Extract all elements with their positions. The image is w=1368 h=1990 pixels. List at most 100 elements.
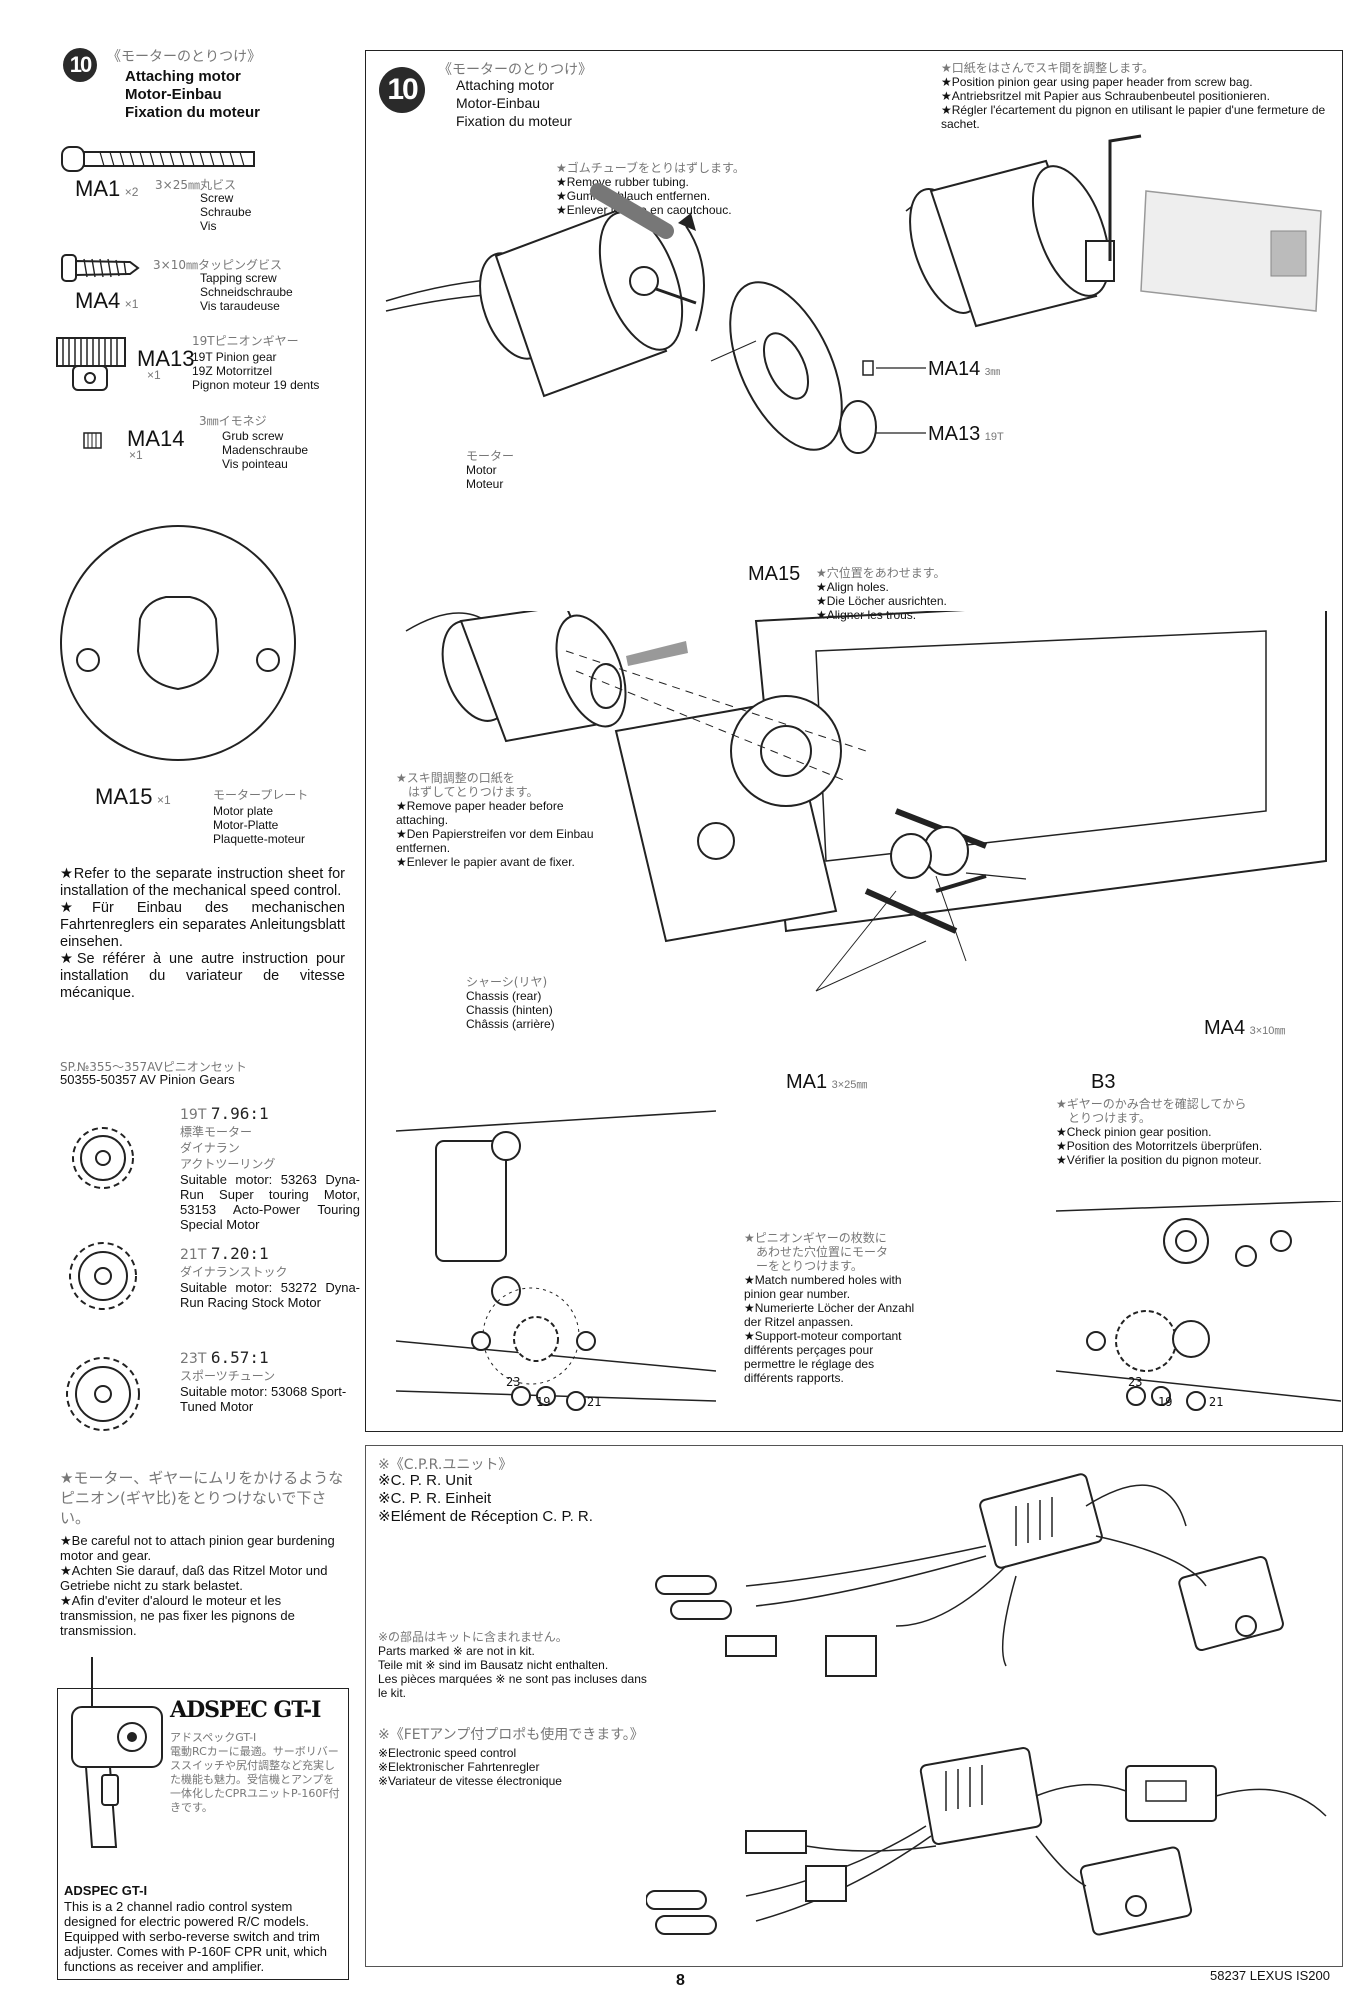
part-name-en: Grub screw [222, 429, 284, 443]
part-code: MA4 [1204, 1017, 1246, 1039]
mount-detail-left-illustration [396, 1110, 716, 1411]
cpr-unit-illustration [655, 1473, 1284, 1677]
part-size: 3×10㎜ [1249, 1025, 1286, 1037]
step-title-de: Motor-Einbau [125, 86, 222, 103]
paper-remove-jp-2: はずしてとりつけます。 [408, 785, 539, 799]
part-ma13: MA13 ×1 19Tピニオンギヤー 19T Pinion gear 19Z M… [137, 334, 367, 392]
align-note-de: ★Die Löcher ausrichten. [816, 594, 947, 608]
part-qty: ×1 [156, 793, 171, 807]
step-number-badge: 10 [63, 48, 97, 82]
check-gear-note: ★ギヤーのかみ合せを確認してから とりつけます。 ★Check pinion g… [1056, 1097, 1336, 1167]
motor-label-de: Motor [466, 463, 497, 477]
part-code: MA4 [75, 288, 121, 313]
motor-label: モーター Motor Moteur [466, 449, 514, 491]
part-jp: 3㎜イモネジ [199, 414, 267, 428]
ma1-callout: MA1 3×25㎜ [786, 1071, 867, 1094]
align-note-jp: ★穴位置をあわせます。 [816, 566, 946, 580]
paper-remove-note: ★スキ間調整の口紙を はずしてとりつけます。 ★Remove paper hea… [396, 771, 596, 869]
caution-notes: ★Be careful not to attach pinion gear bu… [60, 1533, 345, 1638]
check-note-de: ★Position des Motorritzels überprüfen. [1056, 1139, 1263, 1153]
pinion-jp: ダイナランストック [180, 1265, 288, 1279]
paper-remove-en: ★Remove paper header before attaching. [396, 799, 564, 827]
motor-plate-ma15-illustration [60, 525, 296, 761]
left-column: 10 《モーターのとりつけ》 Attaching motor Motor-Ein… [55, 48, 360, 1980]
pinion-23t-icon [66, 1357, 140, 1431]
fet-de: ※Elektronischer Fahrtenregler [378, 1760, 540, 1774]
pinion-21t-icon [69, 1242, 137, 1310]
part-name-de: Motor-Platte [213, 818, 279, 832]
check-note-fr: ★Vérifier la position du pignon moteur. [1056, 1153, 1262, 1167]
step-title-en: Attaching motor [456, 77, 555, 93]
adspec-jp: アドスペックGT-I 電動RCカーに最適。サーボリバーススイッチや尻付調整など充… [170, 1731, 340, 1814]
pinion-desc: Suitable motor: 53272 Dyna-Run Racing St… [180, 1280, 360, 1310]
part-jp: 3×25㎜丸ビス [155, 178, 236, 192]
match-note-jp-3: ーをとりつけます。 [756, 1259, 863, 1273]
mount-detail-right-illustration [1056, 1201, 1341, 1411]
ma13-callout: MA13 19T [928, 423, 1004, 446]
caution-de: ★Achten Sie darauf, daß das Ritzel Motor… [60, 1563, 328, 1593]
step-title-de: Motor-Einbau [456, 95, 541, 111]
adspec-logo: ADSPEC GT-I [170, 1697, 321, 1723]
chassis-label-en: Chassis (rear) [466, 989, 542, 1003]
pinion-19t: 19T 7.96:1 標準モーター ダイナラン アクトツーリング Suitabl… [180, 1104, 360, 1232]
ma14-callout: MA14 3㎜ [928, 358, 1000, 381]
part-code: MA14 [127, 426, 185, 451]
part-code: MA13 [137, 346, 195, 371]
cpr-unit-panel: ※《C.P.R.ユニット》 ※C. P. R. Unit ※C. P. R. E… [365, 1445, 1343, 1967]
rubber-note-jp: ★ゴムチューブをとりはずします。 [556, 161, 745, 175]
chassis-assembly-illustration [405, 611, 1327, 992]
part-jp: モータープレート [213, 788, 309, 802]
esc-illustration [646, 1747, 1327, 1936]
not-in-kit-fr: Les pièces marquées ※ ne sont pas inclus… [378, 1672, 647, 1700]
chassis-label: シャーシ(リヤ) Chassis (rear) Chassis (hinten)… [466, 975, 555, 1031]
part-size: 19T [984, 431, 1004, 443]
paper-remove-jp-1: ★スキ間調整の口紙を [396, 771, 515, 785]
b3-callout: B3 [1091, 1071, 1116, 1093]
part-name-en: Screw [200, 191, 234, 205]
fet-title-jp: ※《FETアンプ付プロポも使用できます。》 [378, 1727, 644, 1743]
part-name-fr: Plaquette-moteur [213, 832, 306, 846]
pinion-jp: スポーツチューン [180, 1369, 276, 1383]
grub-screw-ma14-illustration [83, 432, 102, 449]
cpr-title-de: ※C. P. R. Einheit [378, 1490, 492, 1507]
part-code: MA13 [928, 423, 981, 445]
align-note: ★穴位置をあわせます。 ★Align holes. ★Die Löcher au… [816, 566, 947, 622]
motor-label-jp: モーター [466, 449, 515, 463]
hole-numbers-right-2: 19 21 [1158, 1395, 1223, 1409]
not-in-kit-de: Teile mit ※ sind im Bausatz nicht enthal… [378, 1658, 609, 1672]
pinion-teeth: 23T [180, 1351, 207, 1367]
chassis-label-jp: シャーシ(リヤ) [466, 975, 548, 989]
pinion-ratio: 6.57:1 [210, 1348, 269, 1367]
model-footer: 58237 LEXUS IS200 [1210, 1968, 1330, 1983]
pinion-ratio: 7.96:1 [210, 1104, 269, 1123]
step-title-jp: 《モーターのとりつけ》 [107, 49, 262, 65]
hole-number: 21 [586, 1395, 602, 1409]
part-jp: 3×10㎜タッピングビス [153, 258, 282, 272]
check-note-jp-1: ★ギヤーのかみ合せを確認してから [1056, 1097, 1247, 1111]
pinion-21t: 21T 7.20:1 ダイナランストック Suitable motor: 532… [180, 1244, 360, 1310]
cpr-title-fr: ※Elément de Réception C. P. R. [378, 1508, 593, 1525]
paper-note: ★口紙をはさんでスキ間を調整します。 ★Position pinion gear… [941, 61, 1336, 131]
part-name-de: 19Z Motorritzel [192, 364, 273, 378]
part-code: MA15 [95, 784, 153, 809]
pinion-set-title-jp: SP.№355〜357AVピニオンセット [60, 1060, 247, 1074]
part-code: MA1 [786, 1071, 828, 1093]
step-title-fr: Fixation du moteur [456, 113, 572, 129]
rubber-tube-note: ★ゴムチューブをとりはずします。 ★Remove rubber tubing. … [556, 161, 816, 217]
not-in-kit-notes: Parts marked ※ are not in kit. Teile mit… [378, 1644, 653, 1700]
part-name-en: Tapping screw [200, 271, 277, 285]
adspec-title: ADSPEC GT-I [64, 1883, 148, 1898]
hole-numbers-right: 23 [1128, 1375, 1142, 1389]
pinion-23t: 23T 6.57:1 スポーツチューン Suitable motor: 5306… [180, 1348, 360, 1414]
refer-note-de: ★Für Einbau des mechanischen Fahrtenregl… [60, 900, 345, 950]
screw-ma1-illustration [61, 146, 255, 172]
part-ma14: MA14 ×1 3㎜イモネジ Grub screw Madenschraube … [127, 414, 367, 471]
part-code: MA15 [748, 563, 801, 585]
not-in-kit-jp: ※の部品はキットに含まれません。 [378, 1630, 568, 1644]
rubber-note-en: ★Remove rubber tubing. [556, 175, 689, 189]
match-note-de: ★Numerierte Löcher der Anzahl der Ritzel… [744, 1301, 915, 1329]
pinion-ratio: 7.20:1 [210, 1244, 269, 1263]
paper-remove-fr: ★Enlever le papier avant de fixer. [396, 855, 575, 869]
pinion-teeth: 19T [180, 1107, 207, 1123]
match-note-fr: ★Support-moteur comportant différents pe… [744, 1329, 902, 1385]
